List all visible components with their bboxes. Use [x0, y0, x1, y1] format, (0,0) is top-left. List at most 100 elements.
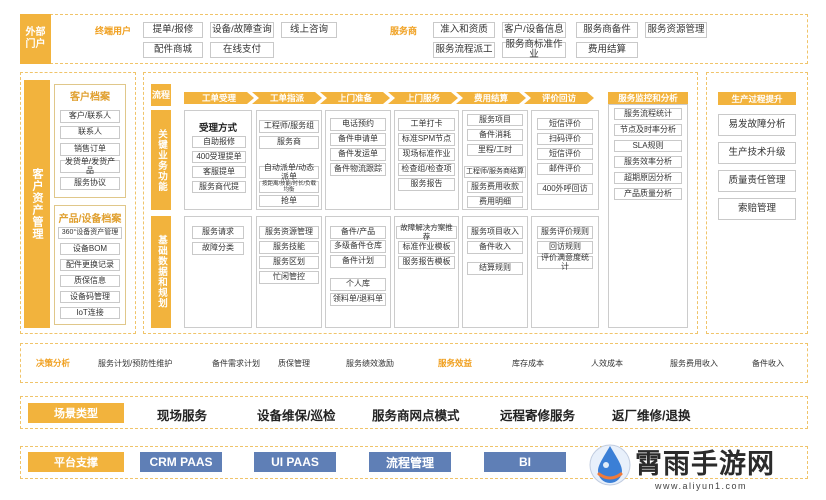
- external-portal-title: 外部门户: [20, 14, 51, 64]
- assign-item: 工程师/服务组: [259, 120, 319, 133]
- review-item: 邮件评价: [537, 163, 593, 175]
- product-archive-item: 配件更换记录: [60, 259, 120, 271]
- accept-header: 受理方式: [198, 123, 237, 134]
- benefit-item: 人效成本: [591, 359, 623, 368]
- benefit-item: 服务费用收入: [670, 359, 718, 368]
- service-item: 现场标准作业: [398, 148, 455, 161]
- base-data-label: 基础数据和规划: [151, 216, 171, 328]
- scenario-item: 远程寄修服务: [500, 409, 576, 423]
- stage-header: 费用结算: [456, 92, 526, 104]
- base-item: 多级备件仓库: [330, 240, 386, 253]
- review-item: 短信评价: [537, 148, 593, 160]
- provider-item: 费用结算: [576, 42, 638, 58]
- base-item: 故障解决方案推荐: [396, 224, 457, 240]
- platform-item: CRM PAAS: [140, 452, 222, 472]
- base-item: 服务技能: [259, 241, 319, 254]
- service-item: 标准SPM节点: [398, 133, 455, 146]
- customer-archive-item: 服务协议: [60, 177, 120, 190]
- monitor-item: 服务效率分析: [614, 156, 682, 168]
- settle-item: 备件消耗: [467, 129, 523, 141]
- base-item: 备件计划: [330, 255, 386, 268]
- product-archive-item: 360°设备资产管理: [58, 227, 122, 239]
- stage-header: 上门服务: [388, 92, 458, 104]
- prepare-item: 备件物流跟踪: [330, 163, 386, 176]
- review-item: 400外呼回访: [537, 183, 593, 195]
- settle-item: 服务项目: [467, 114, 523, 126]
- decision-label: 决策分析: [36, 358, 71, 368]
- monitor-item: 服务流程统计: [614, 108, 682, 120]
- prepare-item: 备件发运单: [330, 148, 386, 161]
- scenario-item: 服务商网点模式: [372, 409, 460, 423]
- watermark-url: www.aliyun1.com: [655, 481, 748, 491]
- end-user-item: 线上咨询: [281, 22, 337, 38]
- accept-item: 客服提单: [192, 166, 246, 178]
- scenario-section: [20, 396, 808, 429]
- accept-item: 400受理提单: [192, 151, 246, 163]
- product-archive-item: 设备BOM: [60, 243, 120, 255]
- end-user-item: 配件商城: [143, 42, 203, 58]
- scenario-item: 现场服务: [157, 409, 208, 423]
- base-item: 备件收入: [467, 241, 523, 254]
- production-header: 生产过程提升: [718, 92, 796, 105]
- production-item: 易发故障分析: [718, 114, 796, 136]
- prepare-item: 备件申请单: [330, 133, 386, 146]
- settle-item: 工程师/服务商结算: [464, 166, 526, 178]
- decision-item: 质保管理: [278, 359, 310, 368]
- customer-asset-section: [20, 72, 136, 334]
- base-item: 回访规则: [537, 241, 593, 254]
- product-archive-box: [54, 205, 126, 325]
- business-section: [143, 72, 698, 334]
- assign-item: 自动派单/动态派单: [259, 163, 319, 180]
- benefit-label: 服务效益: [438, 358, 473, 368]
- service-item: 工单打卡: [398, 118, 455, 131]
- customer-archive-item: 客户/联系人: [60, 110, 120, 123]
- base-item: 服务评价规则: [537, 226, 593, 239]
- provider-item: 服务资源管理: [645, 22, 707, 38]
- base-item: 服务区划: [259, 256, 319, 269]
- monitor-item: SLA规则: [614, 140, 682, 152]
- base-item: 服务资源管理: [259, 226, 319, 239]
- watermark-title: 霄雨手游网: [635, 449, 775, 480]
- customer-archive-item: 发货单/发货产品: [60, 157, 120, 174]
- service-item: 检查组/检查项: [398, 163, 455, 176]
- monitor-item: 产品质量分析: [614, 188, 682, 200]
- droplet-icon: [589, 444, 631, 486]
- stage-header: 工单受理: [184, 92, 254, 104]
- production-item: 质量责任管理: [718, 170, 796, 192]
- settle-item: 费用明细: [467, 196, 523, 208]
- assign-item: 抢单: [259, 195, 319, 207]
- provider-item: 客户/设备信息: [502, 22, 566, 38]
- product-archive-item: 质保信息: [60, 275, 120, 287]
- base-item: 标准作业模板: [398, 241, 455, 254]
- product-archive-item: 设备码管理: [60, 291, 120, 303]
- production-item: 生产技术升级: [718, 142, 796, 164]
- end-user-item: 提单/报修: [143, 22, 203, 38]
- settle-column: [462, 110, 528, 210]
- end-user-label: 终端用户: [95, 26, 132, 36]
- customer-archive-header: 客户档案: [70, 92, 110, 103]
- platform-label: 平台支撑: [28, 452, 124, 472]
- platform-item: BI: [484, 452, 566, 472]
- stage-header: 评价回访: [524, 92, 594, 104]
- provider-item: 服务商标准作业: [502, 39, 566, 60]
- service-item: 服务报告: [398, 178, 455, 191]
- base-item: 个人库: [330, 278, 386, 291]
- settle-item: 服务费用收款: [467, 181, 523, 193]
- platform-item: UI PAAS: [254, 452, 336, 472]
- base-item: 领料单/退料单: [330, 293, 386, 306]
- production-item: 索赔管理: [718, 198, 796, 220]
- decision-section: [20, 343, 808, 383]
- stage-header: 工单指派: [252, 92, 322, 104]
- decision-item: 备件需求计划: [212, 359, 260, 368]
- customer-asset-title: 客户资产管理: [24, 80, 50, 328]
- benefit-item: 备件收入: [752, 359, 784, 368]
- customer-archive-box: [54, 84, 126, 198]
- provider-item: 服务流程派工: [433, 42, 495, 58]
- provider-item: 准入和资质: [433, 22, 495, 38]
- key-functions-label: 关键业务功能: [151, 110, 171, 210]
- product-archive-item: IoT连接: [60, 307, 120, 319]
- product-archive-header: 产品/设备档案: [58, 214, 122, 225]
- base-item: 备件/产品: [330, 226, 386, 239]
- stage-header: 上门准备: [320, 92, 390, 104]
- base-item: 忙闲管控: [259, 271, 319, 284]
